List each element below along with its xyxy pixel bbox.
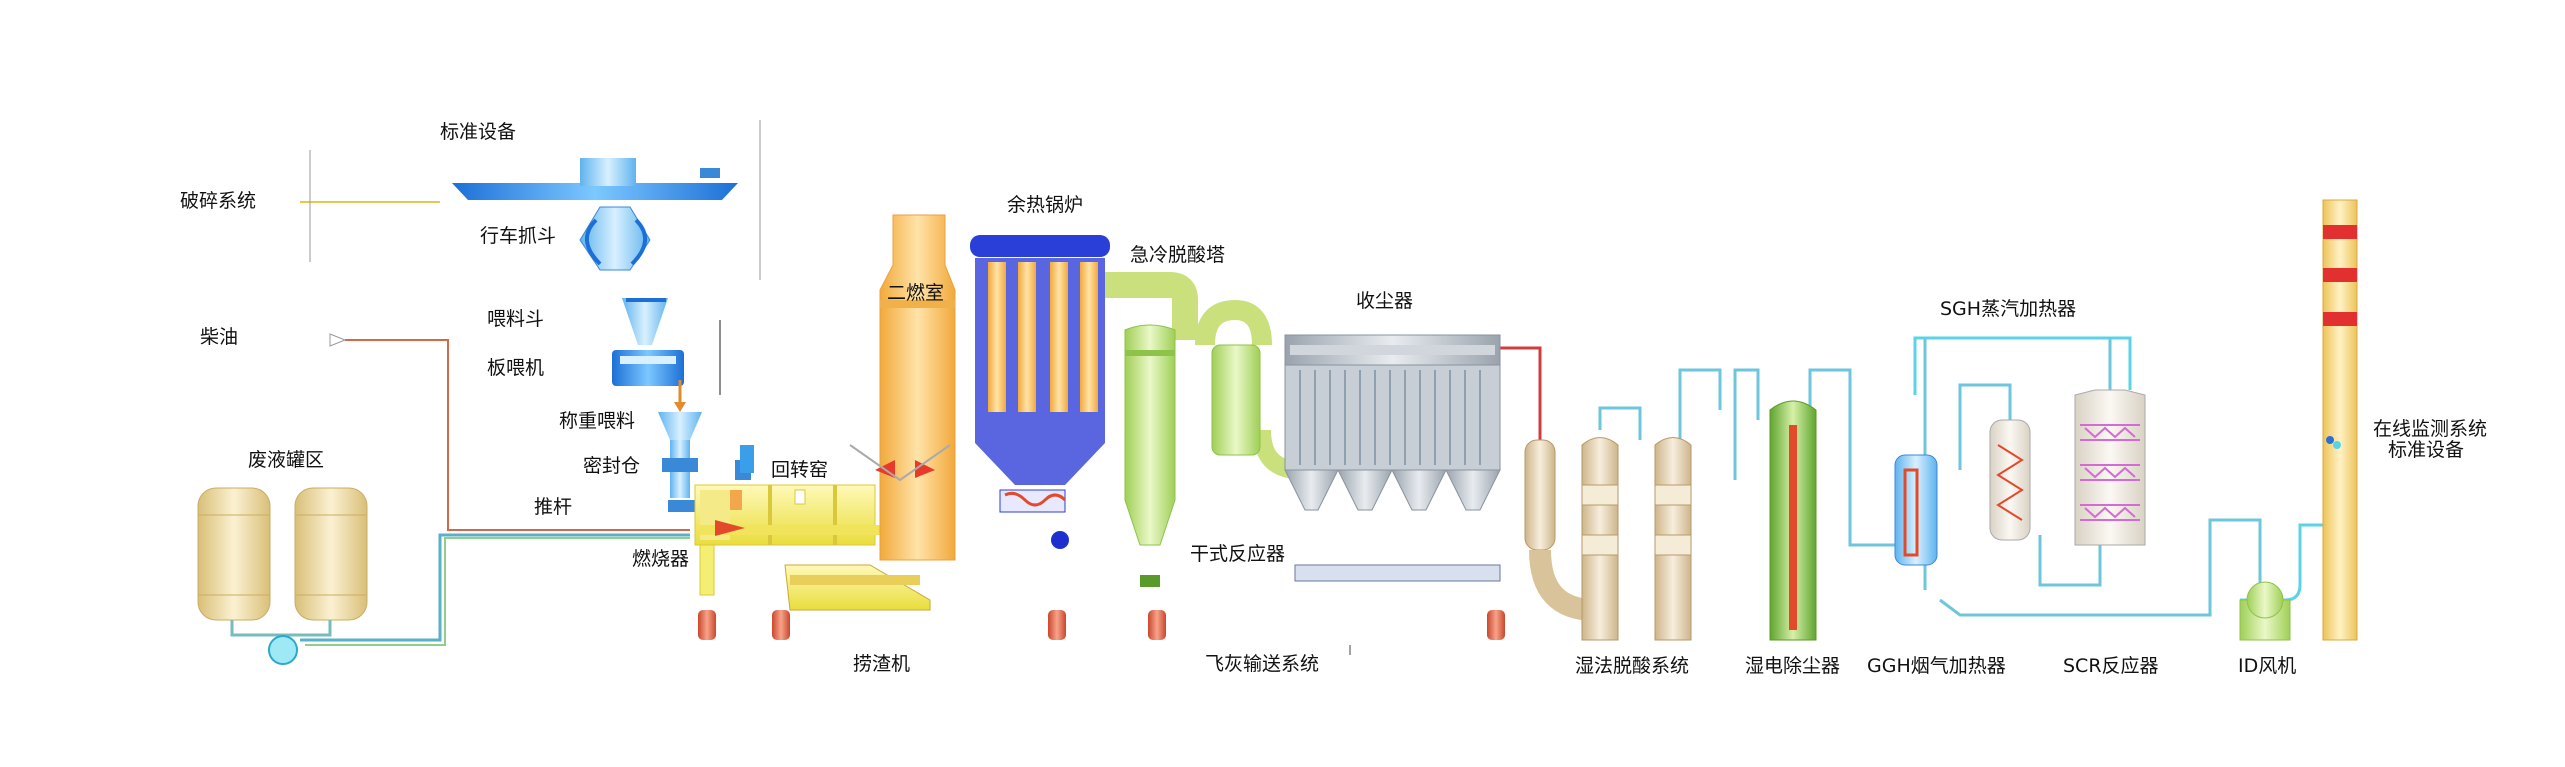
label-dry-reactor: 干式反应器 <box>1190 543 1286 565</box>
label-crushing-system: 破碎系统 <box>180 190 257 212</box>
ggh-heater <box>1894 454 1938 566</box>
label-wet-deacid: 湿法脱酸系统 <box>1575 655 1690 677</box>
wet-esp <box>1769 400 1817 641</box>
quench-deacid-tower <box>1124 324 1176 587</box>
label-sealed-bin: 密封仓 <box>583 455 641 477</box>
label-waste-heat-boiler: 余热锅炉 <box>1007 194 1084 216</box>
chimney <box>2322 199 2358 641</box>
bag-dust-collector <box>1284 334 1501 582</box>
label-standard-equipment-top: 标准设备 <box>440 121 517 143</box>
label-id-fan: ID风机 <box>2238 655 2297 677</box>
scr-reactor <box>2074 389 2146 546</box>
label-pusher: 推杆 <box>534 496 573 518</box>
sgh-heater <box>1989 419 2031 541</box>
label-slag-extractor: 捞渣机 <box>853 653 911 675</box>
label-burner: 燃烧器 <box>632 548 690 570</box>
label-wet-esp: 湿电除尘器 <box>1745 655 1841 677</box>
label-scr: SCR反应器 <box>2063 655 2159 677</box>
id-fan <box>2239 581 2291 641</box>
secondary-combustion-chamber <box>849 214 956 561</box>
dry-reactor <box>1211 344 1261 456</box>
slag-extractor <box>784 564 931 611</box>
label-crane-grab: 行车抓斗 <box>480 225 557 247</box>
label-fly-ash-conveying: 飞灰输送系统 <box>1205 653 1320 675</box>
label-quench-tower: 急冷脱酸塔 <box>1130 244 1226 266</box>
rotary-kiln <box>694 445 880 596</box>
wet-deacid-system <box>1524 437 1692 641</box>
label-waste-liquid-tank: 废液罐区 <box>248 449 325 471</box>
label-feed-hopper: 喂料斗 <box>487 308 545 330</box>
label-dust-collector: 收尘器 <box>1356 290 1414 312</box>
label-plate-feeder: 板喂机 <box>487 357 545 379</box>
waste-liquid-tanks <box>197 487 368 665</box>
label-diesel: 柴油 <box>200 326 239 348</box>
label-standard-equipment-right: 标准设备 <box>2388 439 2465 461</box>
brick-supports <box>698 610 1505 640</box>
pump-icon <box>268 635 298 665</box>
crane-grab-equipment <box>452 158 738 271</box>
label-ggh: GGH烟气加热器 <box>1867 655 2006 677</box>
waste-heat-boiler <box>970 235 1110 549</box>
label-secondary-chamber: 二燃室 <box>887 282 945 304</box>
feed-hopper <box>612 298 751 512</box>
pipelines <box>300 120 2342 655</box>
label-online-monitor: 在线监测系统 <box>2373 418 2488 440</box>
label-rotary-kiln: 回转窑 <box>771 459 829 481</box>
label-weigh-feed: 称重喂料 <box>559 410 636 432</box>
label-sgh: SGH蒸汽加热器 <box>1940 298 2077 320</box>
